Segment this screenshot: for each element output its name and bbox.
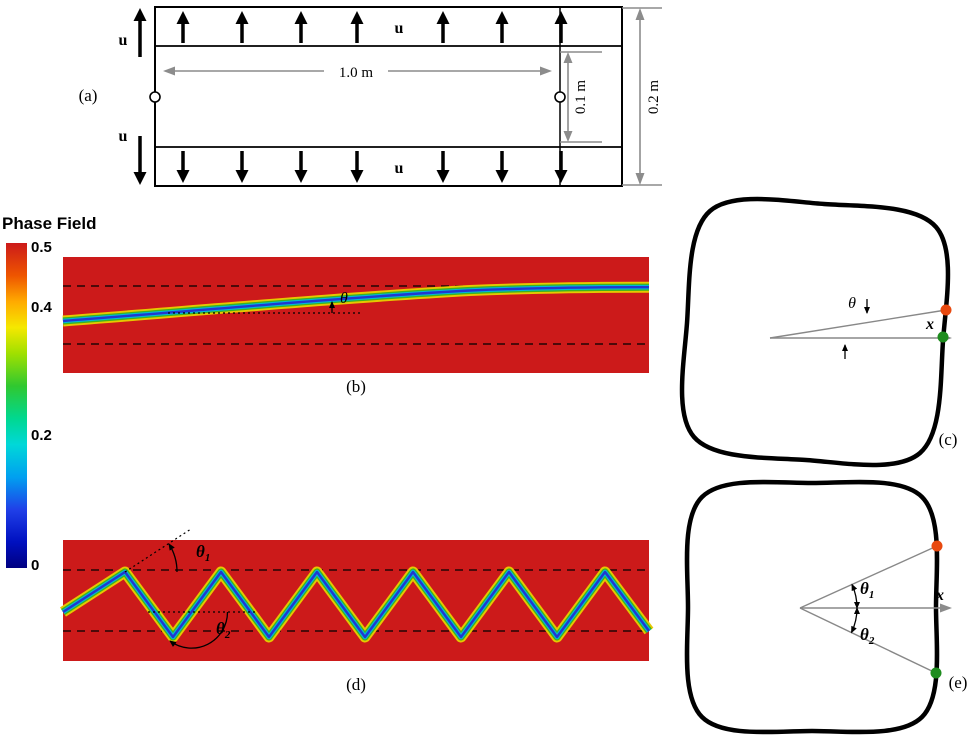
u-label-bottom-strip: u xyxy=(395,160,404,177)
inner-height-dimension-label: 0.1 m xyxy=(573,80,589,115)
colorbar-tick-max: 0.5 xyxy=(31,239,52,256)
phase-field-domain xyxy=(63,540,649,661)
panel-d-phase-field: θ1 θ2 (d) xyxy=(63,528,649,694)
upper-direction-line xyxy=(799,545,938,609)
panel-d-label: (d) xyxy=(346,675,366,694)
panel-b-label: (b) xyxy=(346,377,366,396)
length-dimension-label: 1.0 m xyxy=(339,65,374,81)
left-up-arrow xyxy=(133,8,147,57)
theta1-label: θ1 xyxy=(860,579,874,601)
outer-height-dimension-label: 0.2 m xyxy=(646,80,662,115)
theta2-label: θ2 xyxy=(216,619,231,641)
inner-height-dimension: 0.1 m xyxy=(560,51,602,143)
upper-point-marker xyxy=(940,304,952,316)
panel-a-flow-schematic: u u u u 1.0 m 0.1 m 0.2 m xyxy=(79,6,662,187)
length-dimension: 1.0 m xyxy=(163,62,552,81)
colorbar-tick-min: 0 xyxy=(31,557,39,574)
panel-a-label: (a) xyxy=(79,86,98,105)
panel-b-phase-field: θ (b) xyxy=(63,257,649,396)
colorbar: Phase Field 0.5 0.4 0.2 0 xyxy=(2,214,96,574)
colorbar-tick: 0.4 xyxy=(31,299,53,316)
u-label-top-strip: u xyxy=(395,20,404,37)
lower-point-marker xyxy=(937,331,949,343)
theta-label: θ xyxy=(848,295,856,312)
lower-point-marker xyxy=(930,667,942,679)
colorbar-title: Phase Field xyxy=(2,214,96,233)
panel-e-label: (e) xyxy=(949,673,968,692)
theta1-label: θ1 xyxy=(196,542,210,564)
panel-c-label: (c) xyxy=(939,430,958,449)
lower-direction-line xyxy=(799,607,937,674)
colorbar-tick: 0.2 xyxy=(31,427,52,444)
x-axis-label: x xyxy=(935,587,944,604)
theta1-annotation: θ1 xyxy=(124,528,210,573)
outer-height-dimension: 0.2 m xyxy=(622,7,662,186)
theta1-arc-arrow xyxy=(168,543,178,573)
theta2-label: θ2 xyxy=(860,625,875,647)
theta2-arc-arrow xyxy=(850,607,861,634)
panel-e-crystal-shape: θ1 θ2 x (e) xyxy=(684,479,968,735)
left-down-arrow xyxy=(133,136,147,185)
u-label-left-top: u xyxy=(119,32,128,49)
upper-point-marker xyxy=(931,540,943,552)
crystal-outline xyxy=(684,479,940,735)
domain-outline xyxy=(154,6,623,187)
crystal-outline xyxy=(679,196,951,468)
left-pin-marker xyxy=(149,91,161,103)
x-axis-arrowhead-icon xyxy=(940,603,952,613)
right-pin-marker xyxy=(554,91,566,103)
theta2-annotation: θ2 xyxy=(148,611,258,649)
panel-c-crystal-shape: θ x (c) xyxy=(679,196,958,468)
theta-label: θ xyxy=(340,290,348,307)
x-axis-label: x xyxy=(925,316,934,333)
theta2-arc-arrow xyxy=(169,611,229,649)
tilted-direction-line xyxy=(769,309,947,339)
u-label-left-bottom: u xyxy=(119,128,128,145)
colorbar-gradient xyxy=(6,243,27,568)
